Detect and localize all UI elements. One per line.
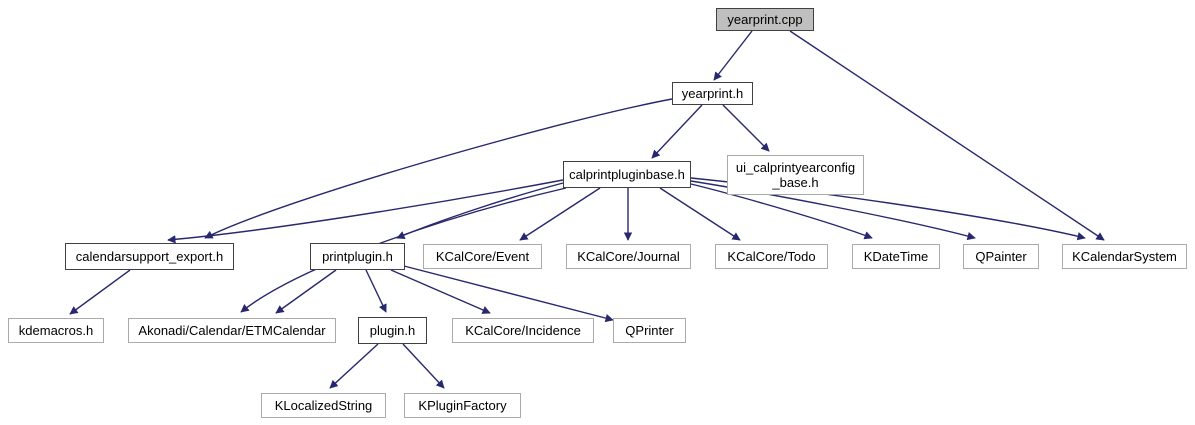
graph-node-yearprint-cpp[interactable]: yearprint.cpp [716,8,814,31]
graph-node-calendarsupport-export-h[interactable]: calendarsupport_export.h [65,243,234,270]
edge-n2-n10 [690,180,976,241]
graph-node-plugin-h[interactable]: plugin.h [358,317,427,344]
graph-node-kdemacros-h[interactable]: kdemacros.h [8,318,104,343]
graph-node-calprintpluginbase-h[interactable]: calprintpluginbase.h [563,161,691,188]
graph-node-qprinter[interactable]: QPrinter [613,318,686,343]
edge-n5-n15 [390,269,491,314]
graph-node-kcalcore-todo[interactable]: KCalCore/Todo [715,244,828,269]
edge-n5-n14 [365,269,387,313]
edge-n2-n13 [240,187,567,313]
edge-n1-n4 [204,98,673,239]
edge-n2-n8 [659,187,741,241]
edge-n2-n4 [167,179,564,244]
graph-node-printplugin-h[interactable]: printplugin.h [310,243,405,270]
graph-node-qpainter[interactable]: QPainter [963,244,1039,269]
edge-n4-n12 [69,269,131,315]
edge-n14-n18 [402,343,445,389]
edge-n14-n17 [329,343,379,389]
graph-node-kcalcore-journal[interactable]: KCalCore/Journal [566,244,691,269]
graph-node-klocalizedstring[interactable]: KLocalizedString [261,393,386,418]
edge-n0-n11 [789,30,1105,241]
graph-node-kpluginfactory[interactable]: KPluginFactory [404,393,521,418]
edge-n2-n6 [519,187,601,241]
edge-n1-n2 [651,104,703,159]
graph-node-kcalendarsystem[interactable]: KCalendarSystem [1062,244,1187,269]
graph-node-kdatetime[interactable]: KDateTime [852,244,940,269]
edge-n0-n1 [713,30,753,81]
graph-node-kcalcore-event[interactable]: KCalCore/Event [423,244,542,269]
graph-node-yearprint-h[interactable]: yearprint.h [672,82,753,105]
graph-node-kcalcore-incidence[interactable]: KCalCore/Incidence [452,318,594,343]
edge-n1-n3 [722,104,770,152]
edge-n5-n13 [275,269,337,314]
edge-n2-n9 [690,183,873,240]
graph-node-akonadi-calendar-etmcalendar[interactable]: Akonadi/Calendar/ETMCalendar [128,318,336,343]
edge-n5-n16 [403,265,614,323]
graph-node-ui-calprintyearconfig-base-h[interactable]: ui_calprintyearconfig _base.h [727,155,864,195]
